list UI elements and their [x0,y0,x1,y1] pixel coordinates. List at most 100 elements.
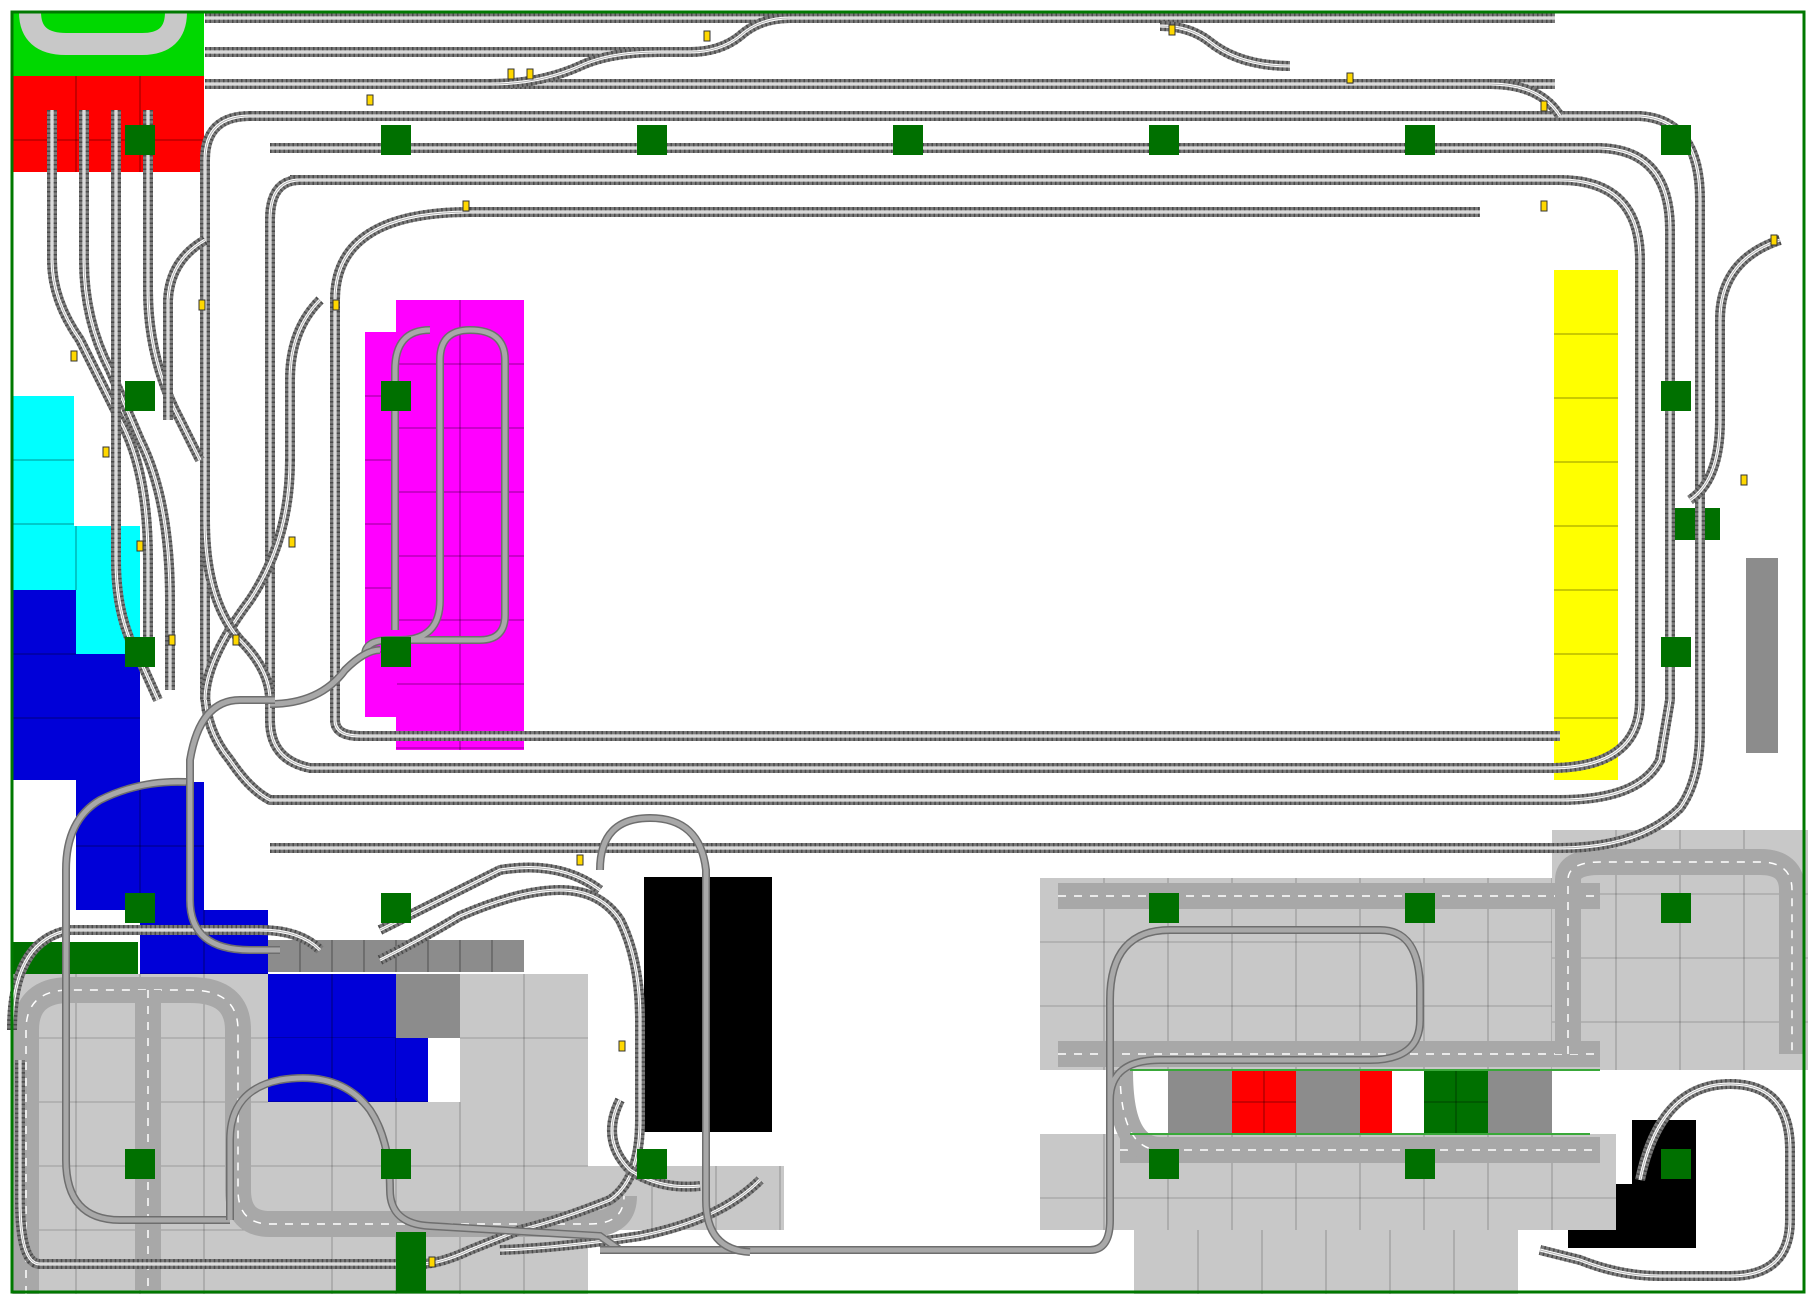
module-marker-icon [381,125,411,155]
track-ladder-5-rail [167,239,206,420]
road-lane-west-dash [25,989,625,1294]
signal-icon [168,634,176,646]
monorail-west-drop [187,697,280,953]
track-yard-cross-a-rail [1159,25,1291,67]
yellow-block [1554,270,1618,780]
signal-icon [526,68,534,80]
signal-icon [232,634,240,646]
module-marker-icon [1149,893,1179,923]
monorail-west-loop [63,779,230,1223]
signal-icon [618,1040,626,1052]
signal-icon [1770,234,1778,246]
module-marker-icon [125,381,155,411]
module-marker-icon [1661,381,1691,411]
signal-icon [428,1256,436,1268]
road-lane-far-east-dash [1567,861,1793,1054]
module-frame [10,10,1806,1294]
monorail-south-main [600,1160,1113,1253]
module-marker-icon [1405,125,1435,155]
road-plate-east-dock-grid [1197,1230,1455,1294]
monorail-black-loop [597,815,751,1255]
module-marker-icon [1661,893,1691,923]
blue-block-lower-grid [76,782,204,910]
yellow-block-grid [1554,333,1618,719]
red-station-2 [1360,1070,1392,1134]
gray-station-2 [1296,1070,1360,1134]
signal-icon [576,854,584,866]
road-plate-east-north [1040,878,1616,1070]
track-signals [70,24,1778,1268]
module-marker-icon [1661,1149,1691,1179]
module-marker-icon [125,125,155,155]
track-inner-loop-3-rail [334,211,1560,737]
gray-station-3 [1488,1070,1552,1134]
track-south-east-curve-rail [499,1179,761,1251]
signal-icon [366,94,374,106]
track-ladder-7-rail [204,459,291,701]
track-east-branch-rail [1689,239,1781,501]
track-ladder-2-rail [83,110,171,690]
red-depot-block-grid [12,76,204,172]
module-marker-icon [381,1149,411,1179]
blue-block-left-grid [12,653,76,719]
road-plate-east-dock [1134,1230,1518,1294]
track-ladder-6-rail [289,299,321,460]
module-marker-icon [1661,125,1691,155]
module-marker-icon [1661,637,1691,667]
monorail-blue-arch [227,1075,622,1253]
signal-icon [332,299,340,311]
signal-icon [1540,100,1548,112]
module-marker-icon [1149,1149,1179,1179]
signal-icon [703,30,711,42]
monorail-east-loop [1107,927,1423,1170]
track-yard-2-rail [205,17,791,53]
red-station-grid [1232,1070,1296,1134]
track-yard-cross-b-rail [489,51,661,85]
gray-station-1 [1168,1070,1232,1134]
signal-icon [70,350,78,362]
track-yard-exit-rail [1489,83,1561,117]
signal-icon [288,536,296,548]
signal-icon [1168,24,1176,36]
road-plate-east-north-grid [1040,878,1616,1070]
track-inner-loop-2-rail [269,179,1641,769]
module-markers [125,125,1691,1292]
module-marker-icon [381,381,411,411]
black-block-right [1632,1184,1696,1248]
gray-ramp [1746,558,1778,753]
gray-square [396,974,460,1038]
monorail-track [62,325,1424,1256]
road-plates [12,830,1808,1294]
red-depot-block [12,76,204,172]
signal-icon [136,540,144,552]
cyan-block-top-grid [12,459,74,525]
track-ladder-4-rail [147,110,201,461]
track-south-spur-rail [611,1099,701,1188]
signal-icon [1740,474,1748,486]
road-edge-lines [1130,1069,1600,1135]
module-marker-icon [396,1232,426,1292]
monorail-junction [269,647,381,707]
module-marker-icon [637,1149,667,1179]
track-inner-loop-rail [204,115,1671,801]
grass-road-curve [19,11,187,55]
road-plate-center-grid [460,974,588,1102]
blue-small [396,1038,428,1098]
module-marker-icon [893,125,923,155]
signal-icon [1346,72,1354,84]
module-grid [10,10,1806,1294]
module-marker-icon [381,637,411,667]
track-south-connector-rail [379,867,601,931]
gray-platform-grid [299,940,493,972]
module-marker-icon [1405,893,1435,923]
signal-icon [198,299,206,311]
cyan-block-top [12,396,74,526]
blue-block-left [12,590,76,780]
signal-icon [507,68,515,80]
track-east-loop-rail [1539,1083,1791,1277]
module-marker-icon [125,637,155,667]
module-marker-icon [125,893,155,923]
module-marker-icon [1405,1149,1435,1179]
monorail-magenta-inner [392,327,431,630]
module-marker-icon [381,893,411,923]
